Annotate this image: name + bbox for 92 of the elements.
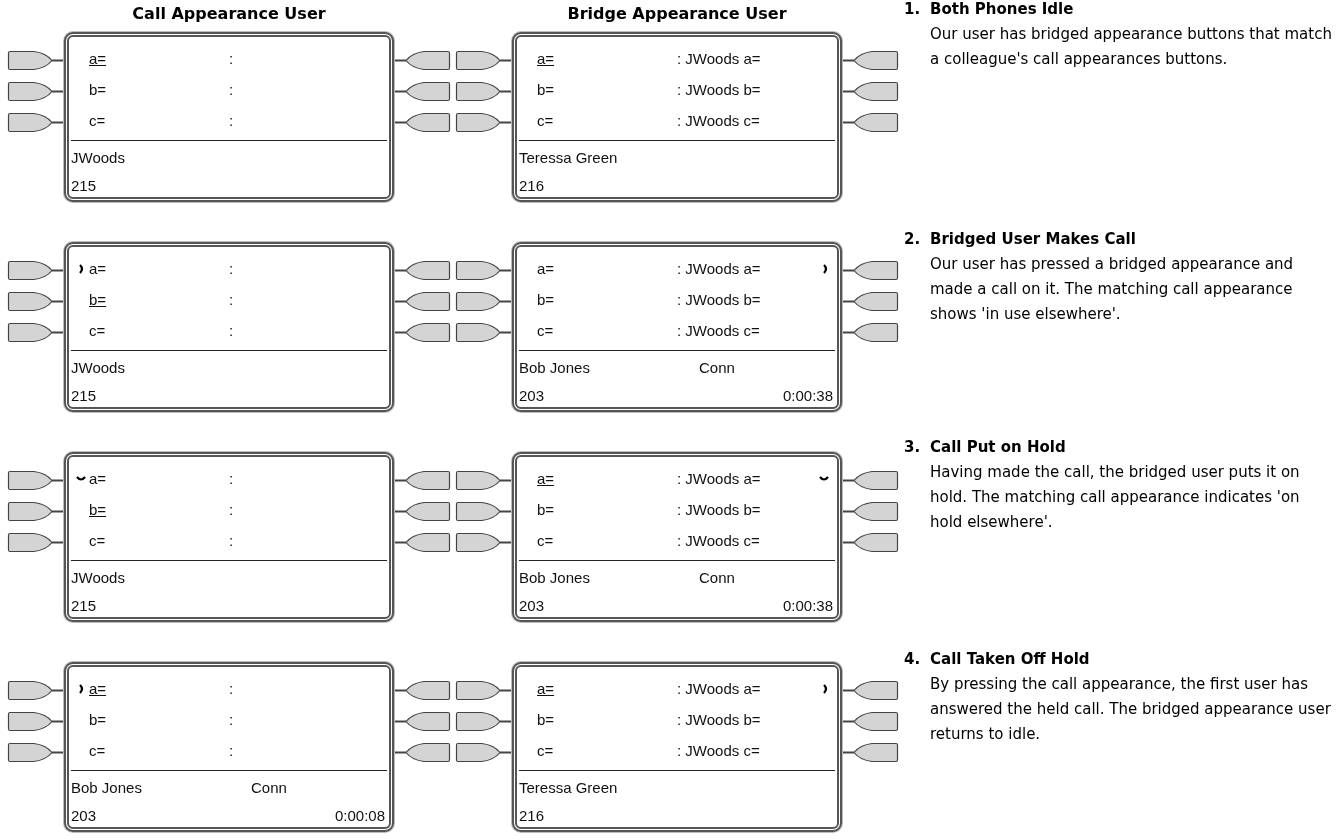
line-key-label: c= [89, 112, 106, 129]
extension-number: 215 [71, 386, 98, 404]
line-key-label: c= [89, 322, 106, 339]
user-name: JWoods [71, 358, 126, 376]
bridged-line-label: : [229, 50, 234, 67]
extension-number: 215 [71, 176, 98, 194]
call-status: Conn [699, 358, 736, 376]
bridged-line-label: : [229, 742, 234, 759]
line-key-label: c= [537, 532, 554, 549]
line-key-label: c= [537, 322, 554, 339]
caller-name: Bob Jones [519, 358, 591, 376]
call-status: Conn [699, 568, 736, 586]
phone-display [64, 452, 394, 622]
bridged-line-label: : JWoods c= [677, 322, 760, 339]
user-name: Teressa Green [519, 148, 619, 166]
step-description: Having made the call, the bridged user puts it on hold. The matching call appearance indicates 'on hold elsewhere'. [930, 462, 1301, 533]
extension-number: 215 [71, 596, 98, 614]
phone-display [64, 32, 394, 202]
line-key-label: b= [89, 501, 107, 518]
step-number: 4. [904, 650, 921, 668]
bridged-line-label: : JWoods b= [677, 711, 761, 728]
phone-display [512, 452, 842, 622]
caller-number: 203 [71, 806, 98, 824]
line-key-label: b= [537, 711, 555, 728]
bridged-line-label: : [229, 291, 234, 308]
step-description: By pressing the call appearance, the first user has answered the held call. The bridged appearance user returns to idle. [930, 674, 1332, 745]
call-timer: 0:00:38 [781, 596, 833, 614]
caller-name: Bob Jones [519, 568, 591, 586]
bridged-line-label: : JWoods b= [677, 81, 761, 98]
line-key-label: a= [89, 50, 107, 67]
bridged-line-label: : JWoods c= [677, 532, 760, 549]
line-key-label: c= [89, 742, 106, 759]
caller-number: 203 [519, 596, 546, 614]
phone-display [64, 242, 394, 412]
bridged-line-label: : JWoods a= [677, 50, 761, 67]
extension-number: 216 [519, 806, 546, 824]
column-heading: Call Appearance User [131, 4, 327, 23]
bridged-line-label: : [229, 81, 234, 98]
phone-display [512, 242, 842, 412]
bridged-line-label: : [229, 260, 234, 277]
step-number: 3. [904, 438, 921, 456]
line-key-label: b= [537, 291, 555, 308]
line-key-label: a= [89, 470, 107, 487]
bridged-line-label: : JWoods c= [677, 742, 760, 759]
user-name: JWoods [71, 568, 126, 586]
line-key-label: c= [89, 532, 106, 549]
bridged-line-label: : JWoods a= [677, 260, 761, 277]
phone-display [64, 662, 394, 832]
line-key-label: a= [89, 260, 107, 277]
caller-number: 203 [519, 386, 546, 404]
line-key-label: b= [89, 711, 107, 728]
phone-display [512, 662, 842, 832]
line-key-label: a= [89, 680, 107, 697]
extension-number: 216 [519, 176, 546, 194]
step-heading: Call Put on Hold [930, 438, 1066, 456]
caller-name: Bob Jones [71, 778, 143, 796]
phone-display [512, 32, 842, 202]
line-key-label: a= [537, 470, 555, 487]
bridged-line-label: : JWoods b= [677, 501, 761, 518]
column-heading: Bridge Appearance User [566, 4, 788, 23]
call-status: Conn [251, 778, 288, 796]
user-name: JWoods [71, 148, 126, 166]
bridged-line-label: : JWoods a= [677, 470, 761, 487]
bridged-line-label: : [229, 322, 234, 339]
bridged-line-label: : [229, 711, 234, 728]
line-key-label: b= [89, 81, 107, 98]
step-heading: Call Taken Off Hold [930, 650, 1090, 668]
call-timer: 0:00:38 [781, 386, 833, 404]
step-number: 1. [904, 0, 921, 18]
line-key-label: b= [89, 291, 107, 308]
step-number: 2. [904, 230, 921, 248]
line-key-label: a= [537, 260, 555, 277]
step-heading: Both Phones Idle [930, 0, 1074, 18]
user-name: Teressa Green [519, 778, 619, 796]
bridged-line-label: : [229, 680, 234, 697]
call-timer: 0:00:08 [333, 806, 385, 824]
line-key-label: a= [537, 50, 555, 67]
line-key-label: a= [537, 680, 555, 697]
bridged-line-label: : [229, 501, 234, 518]
line-key-label: b= [537, 501, 555, 518]
bridged-line-label: : [229, 470, 234, 487]
bridged-line-label: : [229, 532, 234, 549]
step-heading: Bridged User Makes Call [930, 230, 1136, 248]
bridged-line-label: : [229, 112, 234, 129]
step-description: Our user has pressed a bridged appearance and made a call on it. The matching call appearance shows 'in use elsewhere'. [930, 254, 1295, 325]
bridged-line-label: : JWoods b= [677, 291, 761, 308]
bridged-line-label: : JWoods a= [677, 680, 761, 697]
bridged-line-label: : JWoods c= [677, 112, 760, 129]
line-key-label: b= [537, 81, 555, 98]
step-description: Our user has bridged appearance buttons that match a colleague's call appearances buttons. [930, 24, 1333, 70]
line-key-label: c= [537, 742, 554, 759]
line-key-label: c= [537, 112, 554, 129]
